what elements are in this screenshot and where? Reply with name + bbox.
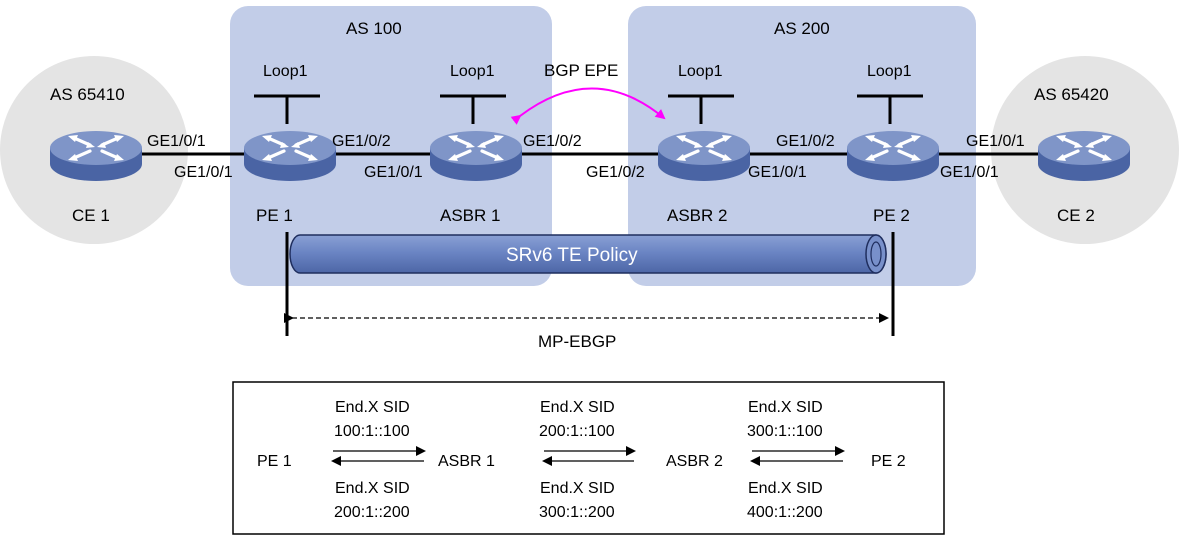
sid-link-3-top-label: End.X SID [748, 399, 823, 416]
sid-link-3-bottom-value: 400:1::200 [747, 504, 823, 521]
as200-area [628, 6, 976, 286]
ce2-ge-label: GE1/0/1 [940, 164, 999, 181]
sid-link-2-bottom-value: 300:1::200 [539, 504, 615, 521]
asbr1-pe-ge-label: GE1/0/1 [364, 164, 423, 181]
ce1-label: CE 1 [72, 206, 110, 225]
loop1-pe1-label: Loop1 [263, 63, 308, 80]
sid-link-1-top-label: End.X SID [335, 399, 410, 416]
loop1-asbr2-label: Loop1 [678, 63, 723, 80]
mp-ebgp-label: MP-EBGP [538, 332, 616, 351]
as200-label: AS 200 [774, 19, 830, 38]
bgp-epe-label: BGP EPE [544, 61, 618, 80]
loopbacks [254, 94, 923, 124]
sid-table-box [232, 381, 945, 535]
asbr2-pe-ge-label: GE1/0/2 [776, 133, 835, 150]
loop1-pe2-label: Loop1 [867, 63, 912, 80]
sid-link-1-bottom-value: 200:1::200 [334, 504, 410, 521]
router-asbr1-icon [428, 129, 524, 183]
asbr1-label: ASBR 1 [440, 206, 500, 225]
loop1-asbr1-label: Loop1 [450, 63, 495, 80]
as100-label: AS 100 [346, 19, 402, 38]
asbr2-label: ASBR 2 [667, 206, 727, 225]
as100-area [230, 6, 552, 286]
asbr1-asbr-ge-label: GE1/0/2 [523, 133, 582, 150]
sid-link-3-bottom-label: End.X SID [748, 480, 823, 497]
srv6-te-policy-tube [289, 234, 887, 274]
router-ce2-icon [1036, 129, 1132, 183]
sid-link-2-bottom-label: End.X SID [540, 480, 615, 497]
bgp-epe-arrow [510, 87, 666, 125]
sid-node-asbr1: ASBR 1 [438, 453, 495, 470]
pe2-asbr-ge-label: GE1/0/1 [748, 164, 807, 181]
ce1-ge-label: GE1/0/1 [147, 133, 206, 150]
router-pe2-icon [845, 129, 941, 183]
sid-node-pe1: PE 1 [257, 453, 292, 470]
pe1-asbr-ge-label: GE1/0/2 [332, 133, 391, 150]
pe1-label: PE 1 [256, 206, 293, 225]
router-ce1-icon [48, 129, 144, 183]
sid-node-pe2: PE 2 [871, 453, 906, 470]
sid-link-1: End.X SID 100:1::100 End.X SID 200:1::20… [331, 399, 426, 521]
pe2-label: PE 2 [873, 206, 910, 225]
srv6-te-policy-label: SRv6 TE Policy [506, 245, 638, 266]
sid-link-3: End.X SID 300:1::100 End.X SID 400:1::20… [747, 399, 845, 521]
as65410-label: AS 65410 [50, 85, 125, 104]
sid-link-2: End.X SID 200:1::100 End.X SID 300:1::20… [539, 399, 636, 521]
pe1-ce-ge-label: GE1/0/1 [174, 164, 233, 181]
asbr2-asbr-ge-label: GE1/0/2 [586, 164, 645, 181]
as65420-label: AS 65420 [1034, 85, 1109, 104]
ce2-label: CE 2 [1057, 206, 1095, 225]
sid-link-2-top-label: End.X SID [540, 399, 615, 416]
sid-node-asbr2: ASBR 2 [666, 453, 723, 470]
router-pe1-icon [242, 129, 338, 183]
pe2-ce-ge-label: GE1/0/1 [966, 133, 1025, 150]
sid-link-3-top-value: 300:1::100 [747, 423, 823, 440]
sid-link-2-top-value: 200:1::100 [539, 423, 615, 440]
sid-link-1-top-value: 100:1::100 [334, 423, 410, 440]
sid-link-1-bottom-label: End.X SID [335, 480, 410, 497]
router-asbr2-icon [656, 129, 752, 183]
